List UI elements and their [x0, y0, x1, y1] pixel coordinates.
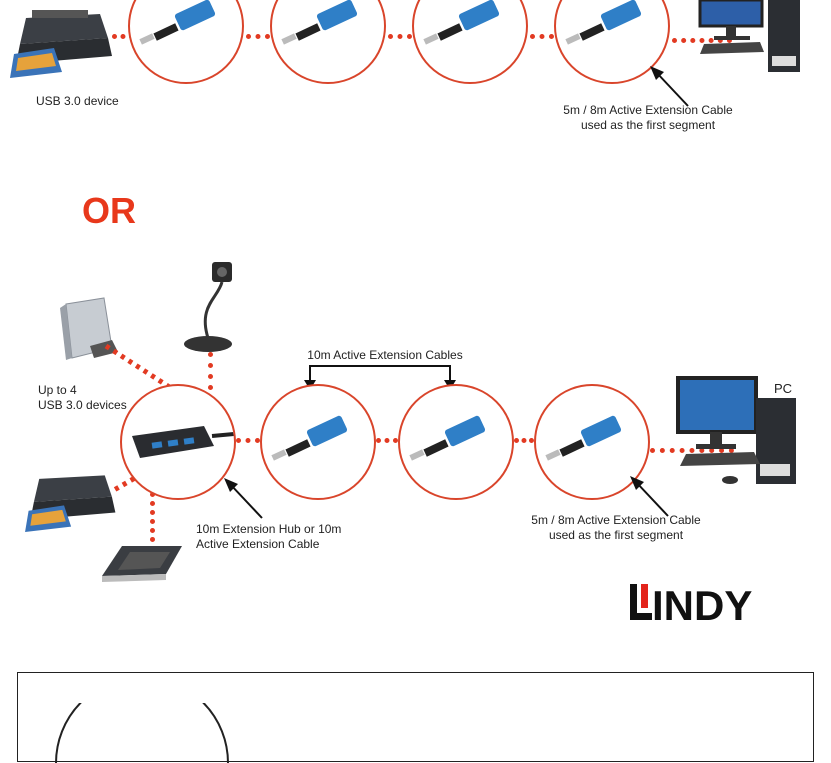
webcam-icon: [184, 262, 232, 352]
device-connector-dots: [208, 352, 213, 390]
hub-circle: [120, 384, 236, 500]
lindy-logo: INDY: [628, 580, 788, 624]
or-separator: OR: [82, 190, 136, 231]
usb-cable-icon: [139, 0, 216, 45]
connector-dots: [514, 438, 534, 443]
top-cable-label: 5m / 8m Active Extension Cable used as t…: [563, 103, 733, 132]
pc-label: PC: [774, 381, 793, 396]
cable-circle-7: [534, 384, 650, 500]
printer-icon: [25, 475, 116, 532]
hub-label: 10m Extension Hub or 10m Active Extensio…: [196, 522, 342, 551]
svg-text:INDY: INDY: [652, 582, 752, 624]
cable-circle-2: [270, 0, 386, 84]
connector-dots: [388, 34, 412, 39]
usb-cable-icon: [423, 0, 500, 45]
scanner-icon: [102, 546, 182, 582]
cable-circle-1: [128, 0, 244, 84]
connector-dots: [672, 38, 732, 43]
hard-drive-icon: [60, 297, 118, 360]
usb-cable-icon: [409, 415, 486, 461]
pointer-arrow-icon: [224, 478, 263, 519]
cable-circle-5: [260, 384, 376, 500]
device-connector-dots: [150, 492, 155, 542]
devices-label: Up to 4 USB 3.0 devices: [38, 383, 127, 412]
cable-circle-3: [412, 0, 528, 84]
connector-dots: [246, 34, 270, 39]
usb-cable-icon: [271, 415, 348, 461]
usb-cable-icon: [545, 415, 622, 461]
cable-circle-6: [398, 384, 514, 500]
pointer-arrow-icon: [650, 66, 689, 107]
usb-hub-icon: [132, 426, 234, 458]
top-device-label: USB 3.0 device: [36, 94, 119, 108]
lindy-logo-mark: INDY: [630, 582, 752, 624]
pc-icon: [676, 376, 796, 484]
usb-cable-icon: [565, 0, 642, 45]
pc-icon: [698, 0, 800, 72]
usb-cable-icon: [281, 0, 358, 45]
circle-outline: [55, 703, 229, 763]
connector-dots: [530, 34, 554, 39]
cables-label: 10m Active Extension Cables: [307, 348, 463, 362]
connector-dots: [376, 438, 398, 443]
pointer-arrow-icon: [630, 476, 669, 517]
connector-dots: [650, 448, 734, 453]
bottom-cable-label: 5m / 8m Active Extension Cable used as t…: [531, 513, 701, 542]
printer-icon: [10, 10, 112, 78]
connector-dots: [112, 34, 134, 39]
connector-dots: [236, 438, 260, 443]
